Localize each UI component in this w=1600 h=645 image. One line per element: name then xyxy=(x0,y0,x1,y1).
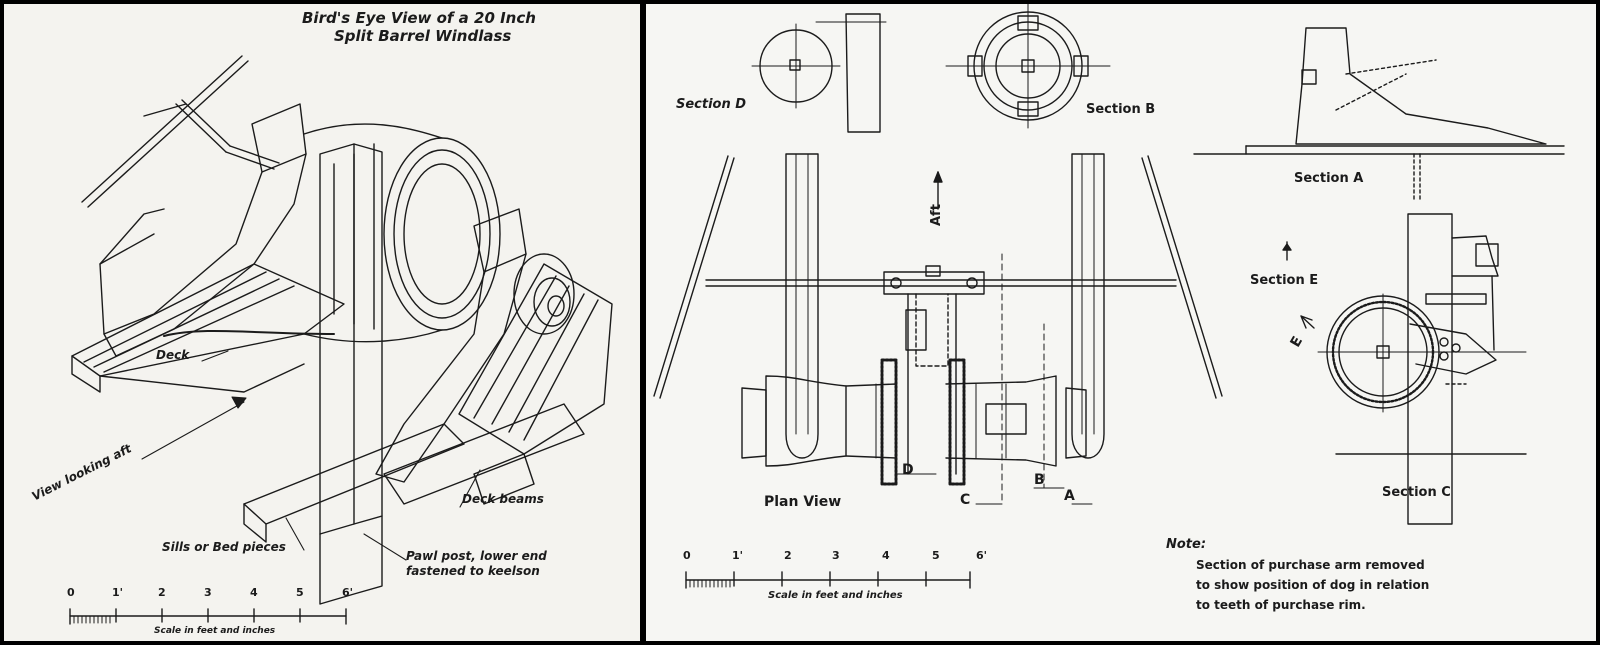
label-section-c: Section C xyxy=(1382,485,1451,500)
label-cut-c: C xyxy=(960,492,971,508)
section-c-drawing xyxy=(1282,213,1527,525)
left-title-line1: Bird's Eye View of a 20 Inch xyxy=(302,9,536,27)
brake-handle xyxy=(81,55,280,208)
left-scale-tick-3: 3 xyxy=(204,586,212,599)
right-scale-caption: Scale in feet and inches xyxy=(768,590,903,601)
left-scale-tick-1: 1' xyxy=(112,586,124,599)
note-line-1: Section of purchase arm removed xyxy=(1196,558,1425,572)
birds-eye-view-panel: Bird's Eye View of a 20 Inch Split Barre… xyxy=(4,4,640,641)
left-scale-tick-5: 5 xyxy=(296,586,304,599)
left-scale-caption: Scale in feet and inches xyxy=(154,626,276,636)
label-section-d: Section D xyxy=(676,97,747,112)
right-scale-tick-4: 4 xyxy=(882,549,890,562)
plan-and-sections-panel: Section D Section B Section A Section E … xyxy=(646,4,1596,641)
label-pawl-post-1: Pawl post, lower end xyxy=(406,549,547,563)
left-bitt xyxy=(99,103,307,357)
windlass-perspective-drawing xyxy=(69,55,613,625)
sills-bed-pieces xyxy=(243,423,465,543)
pawl-post xyxy=(319,143,383,605)
label-deck: Deck xyxy=(156,348,190,362)
note-line-3: to teeth of purchase rim. xyxy=(1196,598,1366,612)
left-scale-tick-2: 2 xyxy=(158,586,166,599)
left-scale-tick-4: 4 xyxy=(250,586,258,599)
right-scale-tick-5: 5 xyxy=(932,549,940,562)
left-scale-tick-0: 0 xyxy=(67,586,75,599)
label-sills: Sills or Bed pieces xyxy=(162,540,286,554)
label-deck-beams: Deck beams xyxy=(462,492,544,506)
left-scale-tick-6: 6' xyxy=(342,586,354,599)
windlass-barrel xyxy=(303,123,501,343)
deck-beams xyxy=(383,403,585,505)
section-b-drawing xyxy=(945,4,1111,129)
plan-view-drawing xyxy=(653,153,1223,505)
windlass-orthographic-drawing xyxy=(653,4,1565,589)
label-cut-a: A xyxy=(1064,488,1075,504)
deck-planks-right xyxy=(458,263,613,455)
right-scale-tick-1: 1' xyxy=(732,549,744,562)
label-section-a: Section A xyxy=(1294,171,1364,186)
barrel-end-head xyxy=(513,253,575,335)
label-cut-b: B xyxy=(1034,472,1045,488)
label-section-b: Section B xyxy=(1086,102,1156,117)
label-aft: Aft xyxy=(929,204,944,226)
right-scale-bar xyxy=(685,571,971,589)
left-title-line2: Split Barrel Windlass xyxy=(334,27,512,45)
right-scale-tick-2: 2 xyxy=(784,549,792,562)
note-title: Note: xyxy=(1166,537,1207,552)
label-pawl-post-2: fastened to keelson xyxy=(406,564,540,578)
label-cut-d: D xyxy=(902,462,914,478)
section-d-drawing xyxy=(751,13,887,133)
section-a-drawing xyxy=(1193,27,1565,200)
right-bitt xyxy=(375,208,527,483)
note-line-2: to show position of dog in relation xyxy=(1196,578,1430,592)
leader-lines xyxy=(141,350,481,561)
left-scale-bar xyxy=(69,608,347,625)
label-section-e: Section E xyxy=(1250,273,1319,288)
right-scale-tick-3: 3 xyxy=(832,549,840,562)
right-scale-tick-6: 6' xyxy=(976,549,988,562)
deck-planks-left xyxy=(71,263,345,393)
label-plan-view: Plan View xyxy=(764,494,842,510)
right-scale-tick-0: 0 xyxy=(683,549,691,562)
